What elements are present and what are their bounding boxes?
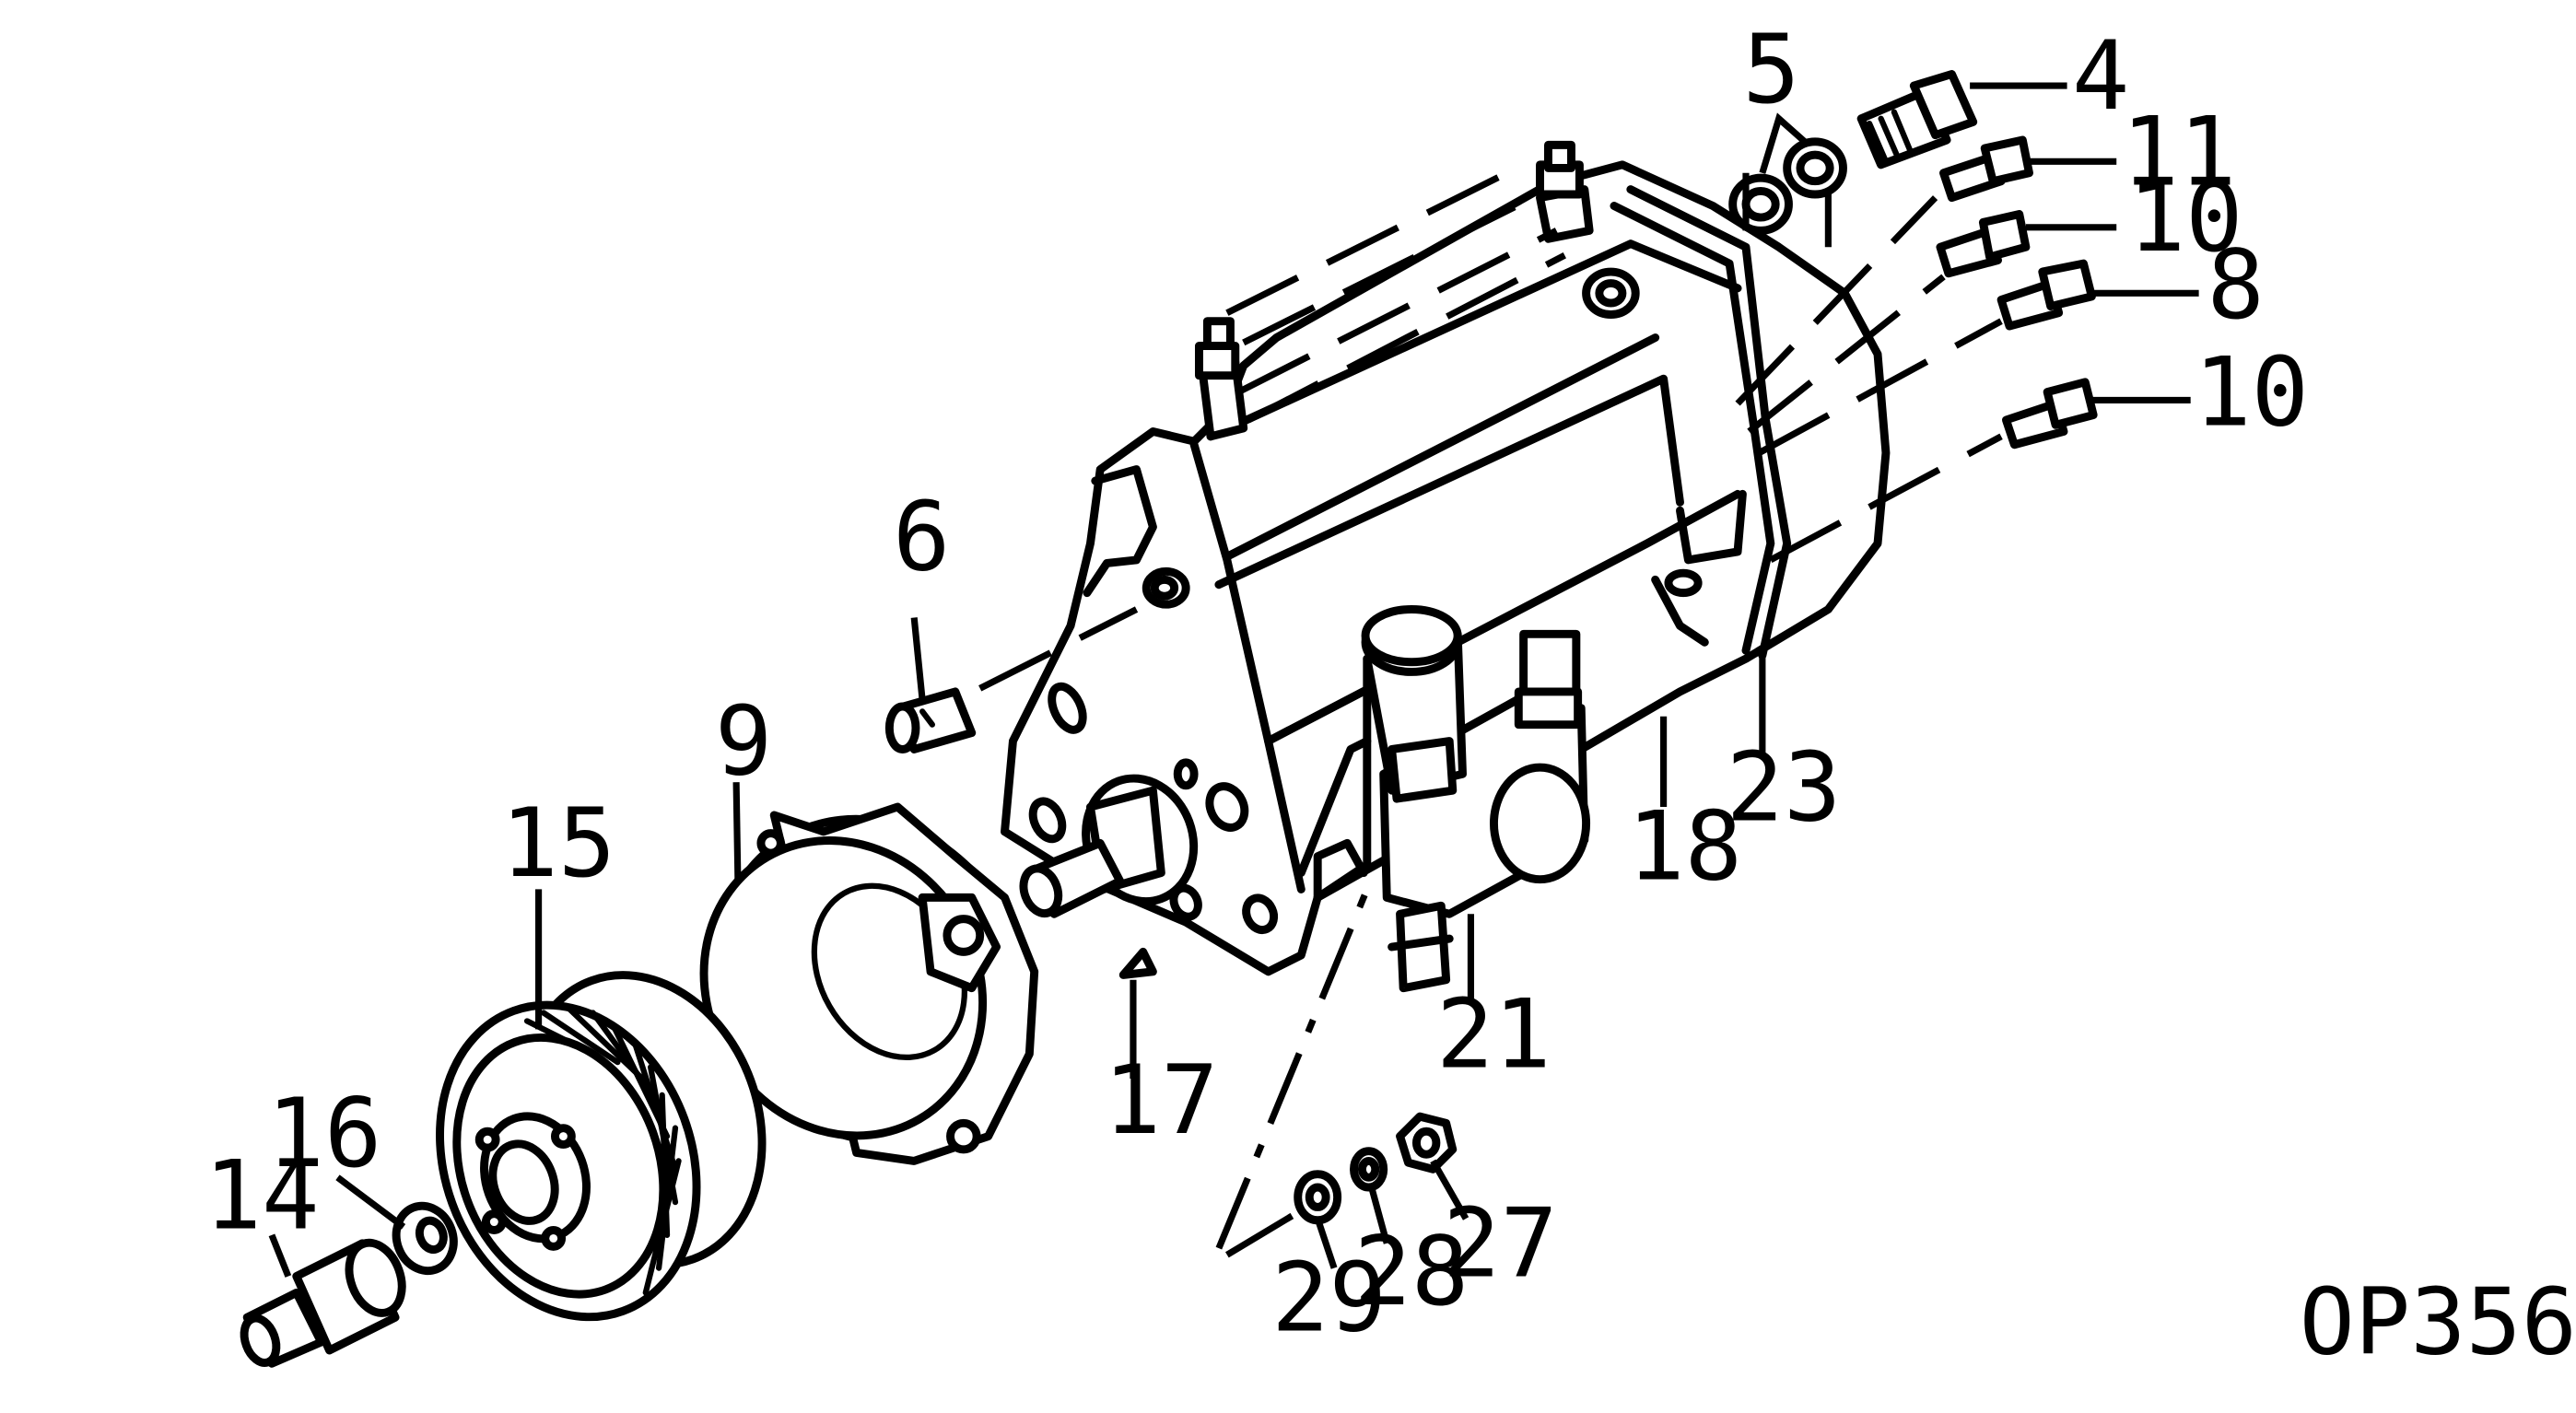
callout-27: 27 [1443, 1189, 1558, 1300]
callout-10-lower: 10 [2194, 337, 2309, 448]
timer-housing [699, 802, 1039, 1165]
centerlines [978, 161, 2003, 1258]
callout-29: 29 [1271, 1244, 1387, 1354]
callout-14: 14 [205, 1141, 320, 1252]
nut-14 [240, 1238, 406, 1368]
callout-9: 9 [715, 686, 772, 797]
diagram-code: OP3561 [2300, 1268, 2576, 1376]
callout-labels: 4 5 11 10 8 10 6 9 15 16 14 17 21 18 23 … [205, 15, 2309, 1354]
key-6 [884, 687, 977, 753]
leader-lines [268, 82, 2199, 1278]
washer-16 [392, 1201, 458, 1276]
washer-28 [1350, 1147, 1388, 1192]
callout-5: 5 [1742, 15, 1799, 125]
callout-10-upper: 10 [2128, 163, 2243, 274]
bolt-8 [1996, 259, 2096, 331]
bolt-4 [1856, 70, 1978, 169]
callout-17: 17 [1104, 1045, 1219, 1156]
bolt-10b [2001, 378, 2098, 450]
nut-27 [1396, 1112, 1458, 1174]
key-17 [1118, 947, 1157, 979]
bolt-10a [1936, 210, 2031, 278]
callout-8: 8 [2207, 230, 2265, 341]
callout-18: 18 [1627, 792, 1742, 903]
callout-16: 16 [267, 1079, 382, 1189]
pump-housing [1001, 140, 1891, 976]
feed-pump [1296, 605, 1591, 993]
callout-11: 11 [2122, 97, 2237, 207]
bolt-11 [1939, 135, 2033, 203]
callout-15: 15 [500, 788, 615, 899]
drive-gear [436, 971, 767, 1322]
gear-teeth [523, 1005, 682, 1296]
callout-21: 21 [1436, 980, 1551, 1091]
callout-4: 4 [2072, 21, 2129, 132]
washer-5 [1728, 137, 1847, 235]
washer-29 [1294, 1170, 1342, 1225]
callout-28: 28 [1354, 1217, 1469, 1327]
callout-6: 6 [893, 483, 950, 593]
callout-23: 23 [1727, 732, 1842, 843]
